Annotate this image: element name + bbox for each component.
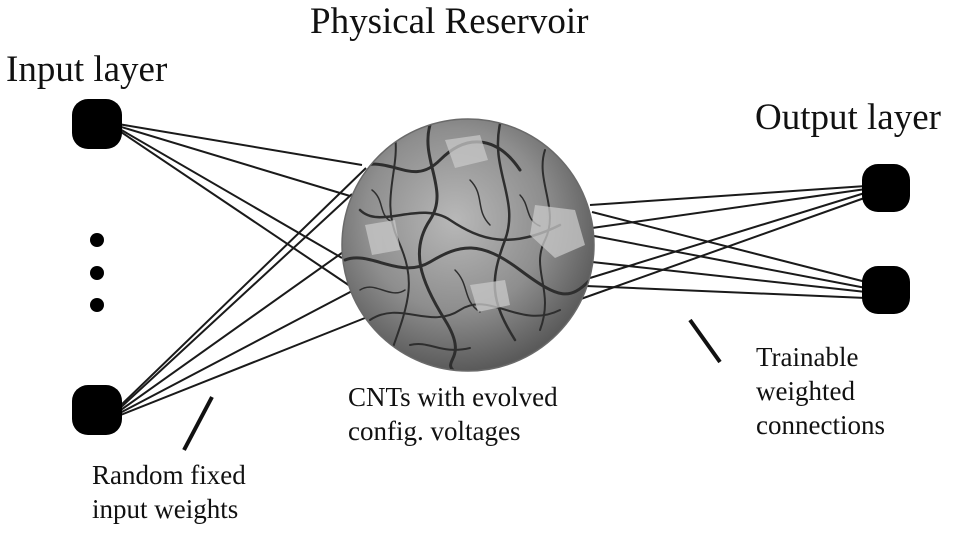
edge-in2-a xyxy=(117,167,367,409)
edge-out2-c xyxy=(591,261,867,293)
input-weight-edges xyxy=(117,123,371,417)
input-node-n xyxy=(72,385,122,435)
output-layer-label: Output layer xyxy=(755,97,941,138)
edge-in2-d xyxy=(117,289,355,415)
edge-in1-d xyxy=(117,129,351,287)
input-node-1 xyxy=(72,99,122,149)
output-weights-caption-line-1: Trainable xyxy=(756,342,859,372)
reservoir-caption: CNTs with evolved config. voltages xyxy=(348,380,558,448)
input-weights-caption-line-1: Random fixed xyxy=(92,460,246,490)
ellipsis-dots xyxy=(90,233,104,312)
edge-in2-c xyxy=(117,249,347,413)
reservoir-caption-line-1: CNTs with evolved xyxy=(348,382,558,412)
edge-out1-b xyxy=(591,188,867,229)
input-weights-caption: Random fixed input weights xyxy=(92,458,246,526)
edge-in2-b xyxy=(117,193,353,411)
input-weights-caption-line-2: input weights xyxy=(92,494,239,524)
output-weights-caption-line-3: connections xyxy=(756,410,885,440)
edge-in1-a xyxy=(117,123,363,166)
edge-out2-a xyxy=(591,211,867,283)
edge-in1-b xyxy=(117,125,351,197)
output-node-1 xyxy=(862,164,910,212)
edge-in1-c xyxy=(117,127,343,259)
reservoir-title: Physical Reservoir xyxy=(310,1,589,42)
input-layer-label: Input layer xyxy=(6,49,168,90)
output-weights-pointer xyxy=(688,318,722,364)
output-weights-caption-line-2: weighted xyxy=(756,376,855,406)
input-weights-pointer xyxy=(182,396,214,451)
cnt-reservoir xyxy=(341,118,595,372)
edge-out1-a xyxy=(589,185,867,206)
edge-in2-e xyxy=(117,315,371,417)
reservoir-caption-line-2: config. voltages xyxy=(348,416,521,446)
output-node-2 xyxy=(862,266,910,314)
edge-out2-d xyxy=(585,285,867,299)
output-weights-caption: Trainable weighted connections xyxy=(756,340,885,442)
edge-out1-c xyxy=(589,191,869,279)
edge-out1-d xyxy=(577,195,871,301)
output-weight-edges xyxy=(577,185,871,301)
edge-out2-b xyxy=(593,235,867,289)
